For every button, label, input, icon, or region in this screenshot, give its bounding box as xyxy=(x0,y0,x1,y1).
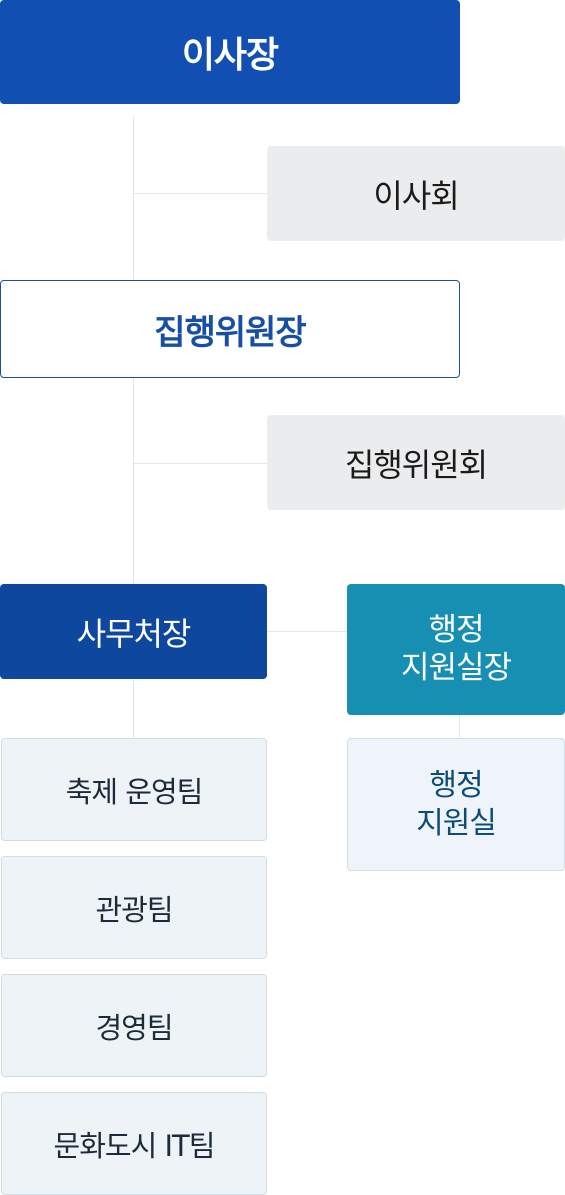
node-team-label: 관광팀 xyxy=(95,892,173,927)
connector-admin-office xyxy=(459,715,460,738)
node-ceo: 이사장 xyxy=(0,0,460,104)
node-admin-office: 행정 지원실 xyxy=(347,738,565,871)
connector-admin-head xyxy=(267,631,347,632)
node-secretary-general: 사무처장 xyxy=(0,584,267,679)
connector-board xyxy=(133,193,267,194)
node-team-tourism: 관광팀 xyxy=(1,856,267,959)
node-executive-committee-label: 집행위원회 xyxy=(344,445,488,484)
connector-main-vertical xyxy=(133,116,134,738)
node-team-label: 축제 운영팀 xyxy=(65,774,204,809)
node-executive-chair: 집행위원장 xyxy=(0,280,460,378)
node-admin-head-line1: 행정 xyxy=(428,612,484,649)
node-team-label: 문화도시 IT팀 xyxy=(53,1128,216,1163)
node-team-culture-it: 문화도시 IT팀 xyxy=(1,1092,267,1195)
node-board-label: 이사회 xyxy=(373,176,459,215)
node-board: 이사회 xyxy=(267,146,565,241)
node-secretary-general-label: 사무처장 xyxy=(76,614,192,653)
node-admin-office-line2: 지원실 xyxy=(416,805,497,841)
connector-executive-committee xyxy=(133,463,267,464)
node-executive-chair-label: 집행위원장 xyxy=(154,312,306,353)
node-ceo-label: 이사장 xyxy=(181,35,279,76)
node-admin-office-line1: 행정 xyxy=(429,768,483,803)
node-team-label: 경영팀 xyxy=(95,1010,173,1045)
node-team-festival: 축제 운영팀 xyxy=(1,738,267,841)
node-executive-committee: 집행위원회 xyxy=(267,415,565,510)
node-team-management: 경영팀 xyxy=(1,974,267,1077)
node-admin-head-line2: 지원실장 xyxy=(400,649,512,686)
node-admin-head: 행정 지원실장 xyxy=(347,584,565,715)
